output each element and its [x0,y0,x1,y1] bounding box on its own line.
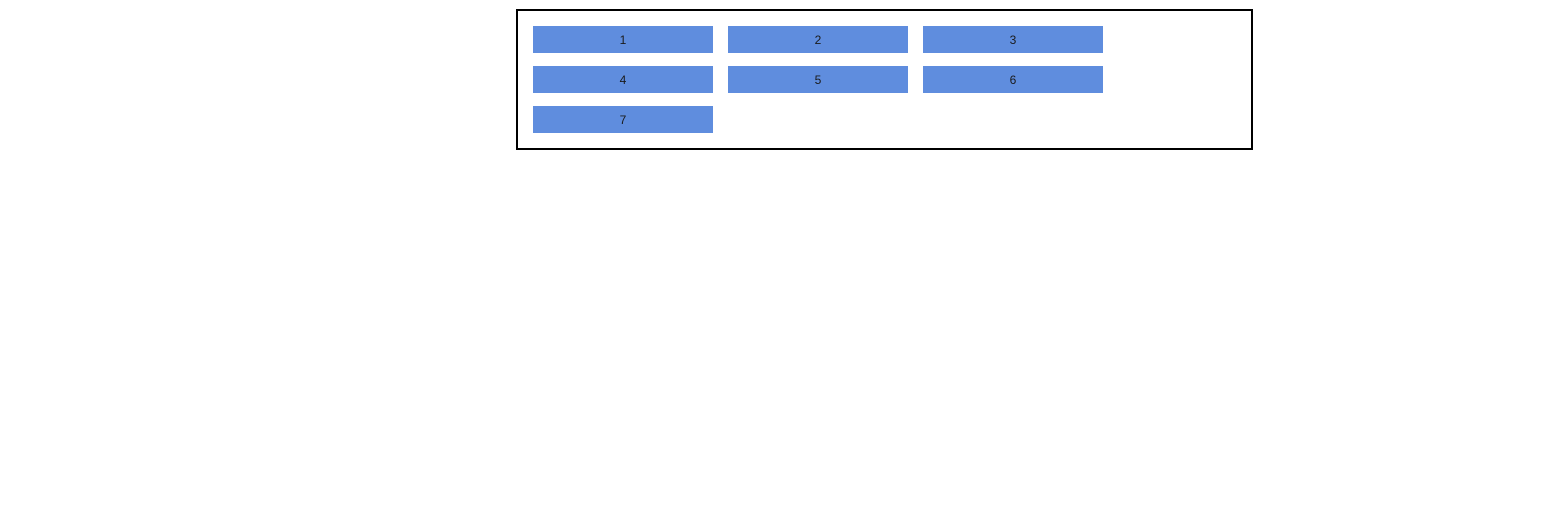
grid-item-7[interactable]: 7 [533,106,713,133]
grid-item-4[interactable]: 4 [533,66,713,93]
grid-item-6[interactable]: 6 [923,66,1103,93]
grid-item-2[interactable]: 2 [728,26,908,53]
grid-item-5[interactable]: 5 [728,66,908,93]
grid-item-1[interactable]: 1 [533,26,713,53]
grid-item-3[interactable]: 3 [923,26,1103,53]
